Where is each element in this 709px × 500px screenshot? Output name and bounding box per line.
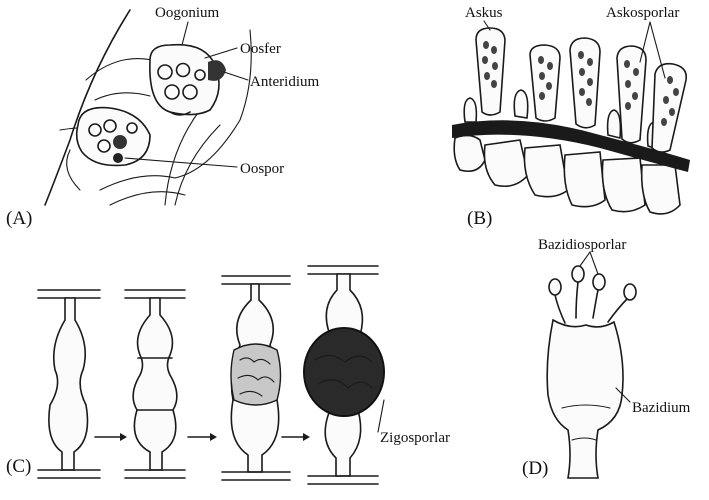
label-zigosporlar: Zigosporlar bbox=[380, 430, 450, 446]
panel-label-a: (A) bbox=[6, 208, 32, 229]
label-askus: Askus bbox=[465, 5, 503, 21]
label-bazidium: Bazidium bbox=[632, 400, 691, 416]
panel-d-basidium-figure bbox=[547, 252, 636, 478]
panel-label-d: (D) bbox=[522, 458, 548, 479]
panel-a-oogonium-figure bbox=[45, 10, 251, 205]
label-anteridium: Anteridium bbox=[250, 74, 319, 90]
stage-4 bbox=[304, 266, 384, 484]
label-oogonium: Oogonium bbox=[155, 5, 220, 21]
label-askosporlar: Askosporlar bbox=[606, 5, 679, 21]
label-oospor: Oospor bbox=[240, 161, 284, 177]
label-bazidiosporlar: Bazidiosporlar bbox=[538, 237, 626, 253]
stage-3 bbox=[222, 276, 290, 480]
stage-1 bbox=[38, 290, 100, 478]
stage-2 bbox=[125, 290, 185, 478]
label-oosfer: Oosfer bbox=[240, 41, 281, 57]
panel-label-c: (C) bbox=[6, 456, 31, 477]
panel-label-b: (B) bbox=[467, 208, 492, 229]
panel-c-zygospore-figure bbox=[38, 266, 384, 484]
panel-b-ascus-figure bbox=[452, 21, 690, 214]
